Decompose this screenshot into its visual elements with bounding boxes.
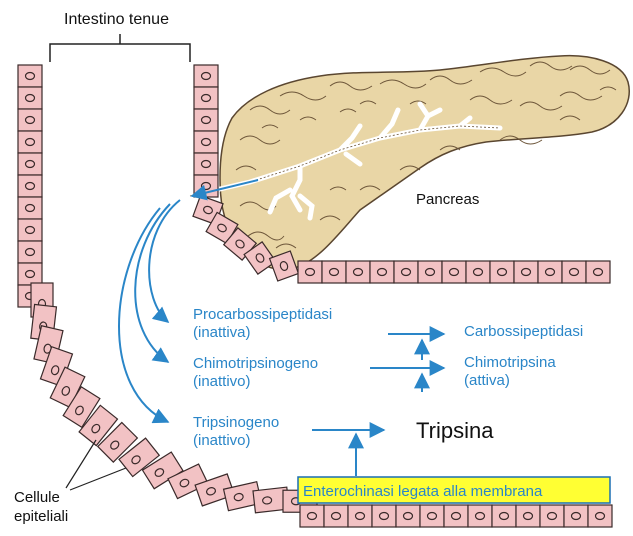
epithelial-cell (420, 505, 444, 527)
epithelial-cell (18, 65, 42, 87)
enterokinase-box: Enterochinasi legata alla membrana (298, 477, 610, 503)
trypsinogen-label: Tripsinogeno (193, 414, 279, 431)
epithelial-cell (348, 505, 372, 527)
epithelial-cell (564, 505, 588, 527)
chymotrypsinogen-label: Chimotripsinogeno (193, 355, 318, 372)
epithelial-cell (194, 65, 218, 87)
epithelial-cell (538, 261, 562, 283)
chymotrypsinogen-state: (inattivo) (193, 373, 251, 390)
chymotrypsin-state: (attiva) (464, 372, 510, 389)
enzyme-labels: Procarbossipeptidasi (inattiva) Chimotri… (193, 306, 583, 449)
epithelial-cell (298, 261, 322, 283)
pancreas: Pancreas (190, 56, 629, 270)
intestine-label: Intestino tenue (64, 11, 169, 28)
epithelial-cell (516, 505, 540, 527)
arrow-to-procarboxypeptidase (149, 200, 180, 322)
epithelial-cell (370, 261, 394, 283)
epithelial-cell (396, 505, 420, 527)
epithelial-cell (562, 261, 586, 283)
epithelial-cell (586, 261, 610, 283)
epithelial-cell (490, 261, 514, 283)
epithelial-cell (418, 261, 442, 283)
epithelial-cell (18, 219, 42, 241)
pancreas-label: Pancreas (416, 191, 479, 208)
epithelial-cell (442, 261, 466, 283)
epithelial-cell (18, 197, 42, 219)
intestine-label-group: Intestino tenue (50, 11, 190, 62)
epithelial-cell (18, 131, 42, 153)
epithelial-cell (324, 505, 348, 527)
enterokinase-label: Enterochinasi legata alla membrana (303, 483, 543, 500)
procarboxypeptidase-label: Procarbossipeptidasi (193, 306, 332, 323)
epithelial-cell (194, 109, 218, 131)
epithelial-cell (18, 175, 42, 197)
epithelial-cell (18, 241, 42, 263)
epithelial-cell (18, 153, 42, 175)
epithelial-cell (514, 261, 538, 283)
pancreas-body (220, 56, 629, 270)
chymotrypsin-label: Chimotripsina (464, 354, 556, 371)
epithelial-cell (468, 505, 492, 527)
epithelial-cell (194, 153, 218, 175)
arrow-to-chymotrypsinogen (135, 204, 170, 362)
epithelial-cell (194, 131, 218, 153)
epithelial-cell (444, 505, 468, 527)
epithelial-cell (540, 505, 564, 527)
epithelial-cell (372, 505, 396, 527)
epithelial-cell (322, 261, 346, 283)
epithelial-label-line2: epiteliali (14, 508, 68, 525)
epithelial-cell (18, 109, 42, 131)
carboxypeptidase-label: Carbossipeptidasi (464, 323, 583, 340)
epithelial-cell (588, 505, 612, 527)
epithelial-cell (394, 261, 418, 283)
epithelial-cell (18, 87, 42, 109)
trypsin-label: Tripsina (416, 418, 494, 443)
intestine-bracket (50, 34, 190, 62)
procarboxypeptidase-state: (inattiva) (193, 324, 251, 341)
epithelial-cell (18, 263, 42, 285)
epithelial-cell (300, 505, 324, 527)
epithelial-cell (346, 261, 370, 283)
trypsinogen-state: (inattivo) (193, 432, 251, 449)
epithelial-cell (194, 87, 218, 109)
epithelial-label-line1: Cellule (14, 489, 60, 506)
epithelial-cell (466, 261, 490, 283)
epithelial-cell (492, 505, 516, 527)
